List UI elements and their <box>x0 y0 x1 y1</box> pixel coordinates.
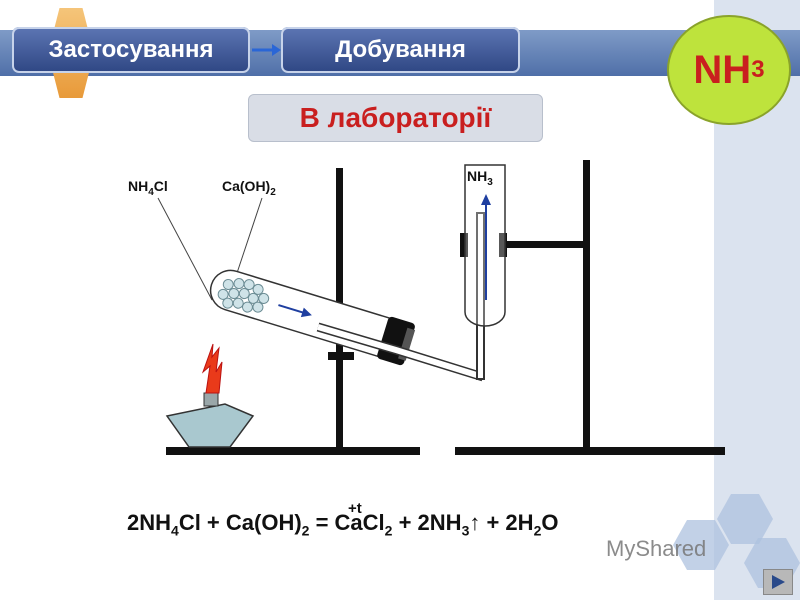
next-slide-button[interactable] <box>763 569 793 595</box>
nav-button-applications[interactable]: Застосування <box>12 27 250 73</box>
label-reagent2-sub: 2 <box>270 186 276 198</box>
label-calcium-hydroxide: Ca(OH)2 <box>222 178 276 198</box>
label-reagent1-sub: 4 <box>148 186 154 198</box>
eq-part: + 2NH <box>392 510 462 535</box>
spirit-lamp-cap <box>203 392 219 407</box>
gas-flow-arrow <box>278 304 305 314</box>
eq-sub: 3 <box>461 522 470 539</box>
reaction-condition: +t <box>348 500 362 517</box>
reaction-equation: 2NH4Cl + Ca(OH)2 = CaCl2 + 2NH3↑ + 2H2O <box>127 510 558 538</box>
label-reagent1-base: NH <box>128 178 149 194</box>
eq-sub: 2 <box>533 522 542 539</box>
label-reagent2-base: Ca(OH) <box>222 178 271 194</box>
right-stand-base <box>455 447 725 455</box>
nav-button-production[interactable]: Добування <box>281 27 520 73</box>
left-stand-base <box>166 447 420 455</box>
right-clamp-jaw-left <box>460 233 468 257</box>
eq-part: = CaCl <box>309 510 385 535</box>
flame-icon <box>201 343 223 394</box>
eq-part: Cl + Ca(OH) <box>178 510 302 535</box>
eq-part: 2NH <box>127 510 172 535</box>
label-reagent1-tail: Cl <box>153 178 168 194</box>
section-title: В лабораторії <box>248 94 543 142</box>
reagent-particles <box>217 278 270 313</box>
eq-sub: 2 <box>384 522 393 539</box>
badge-formula-base: NH <box>693 47 752 92</box>
watermark: MyShared <box>606 536 706 562</box>
eq-sub: 2 <box>301 522 310 539</box>
eq-sub: 4 <box>171 522 179 539</box>
label-ammonium-chloride: NH4Cl <box>128 178 168 198</box>
right-stand-rod <box>583 160 590 448</box>
eq-part: ↑ + 2H <box>469 510 534 535</box>
right-clamp-jaw-right <box>499 233 507 257</box>
left-clamp-bottom <box>328 352 354 360</box>
watermark-text: MyShared <box>606 536 707 561</box>
label-ammonia: NH3 <box>467 168 493 188</box>
reagent1-pointer-line <box>157 197 213 301</box>
spirit-lamp-body <box>165 403 255 448</box>
arrow-right-icon <box>252 44 281 56</box>
right-clamp-arm <box>505 241 585 248</box>
eq-part: O <box>541 510 559 535</box>
label-product-base: NH <box>467 168 488 184</box>
badge-formula-sub: 3 <box>751 56 765 83</box>
label-product-sub: 3 <box>487 176 493 188</box>
